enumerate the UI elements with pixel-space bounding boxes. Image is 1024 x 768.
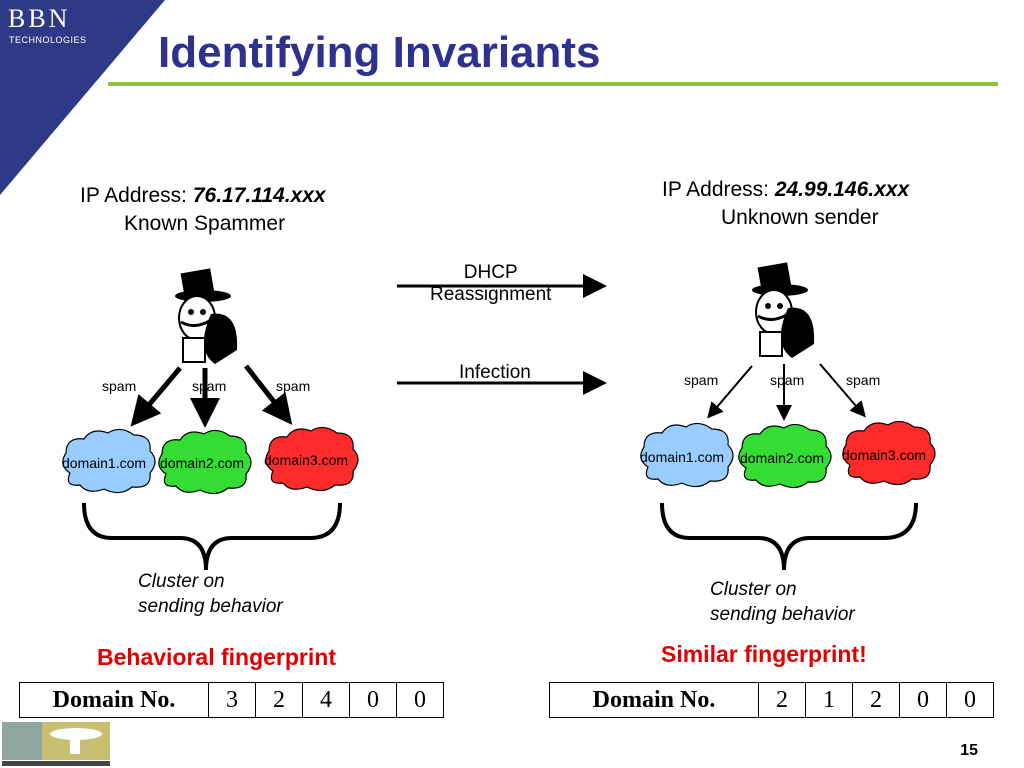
table-row: Domain No. 3 2 4 0 0 <box>19 682 444 718</box>
domain-label: domain3.com <box>842 447 927 463</box>
cloud-icon <box>842 420 936 486</box>
curly-brace-icon <box>82 502 342 571</box>
domain-label: domain2.com <box>160 455 245 471</box>
spammer-character-icon <box>175 268 238 364</box>
logo-wordmark: BBN <box>8 4 71 33</box>
cloud-icon <box>640 422 734 488</box>
right-ip-value: 24.99.146.xxx <box>774 178 910 201</box>
left-fingerprint-title: Behavioral fingerprint <box>97 644 336 670</box>
domain-label: domain1.com <box>640 449 725 465</box>
table-cell: 3 <box>208 682 256 718</box>
right-fingerprint-title: Similar fingerprint! <box>661 641 867 667</box>
spam-arrow <box>130 366 182 427</box>
spammer-character-icon <box>752 262 815 358</box>
left-cluster-caption: Cluster on sending behavior <box>138 569 283 619</box>
spam-label: spam <box>102 378 137 394</box>
footer-logo <box>2 722 110 766</box>
left-cluster-line2: sending behavior <box>138 596 283 617</box>
logo-wedge <box>0 0 165 195</box>
cloud-icon <box>265 426 359 492</box>
left-ip-prefix: IP Address: <box>80 184 193 207</box>
right-status: Unknown sender <box>721 206 879 229</box>
left-status: Known Spammer <box>124 212 286 235</box>
table-cell: 0 <box>946 682 994 718</box>
table-cell: 0 <box>349 682 397 718</box>
cloud-icon <box>158 429 252 495</box>
table-cell: 0 <box>396 682 444 718</box>
table-cell: 0 <box>899 682 947 718</box>
table-cell: 2 <box>255 682 303 718</box>
spam-label: spam <box>276 378 311 394</box>
left-ip-value: 76.17.114.xxx <box>192 184 326 207</box>
dhcp-line2: Reassignment <box>430 284 552 305</box>
table-header-cell: Domain No. <box>19 682 209 718</box>
left-fingerprint-table: Domain No. 3 2 4 0 0 <box>19 682 444 718</box>
right-cluster-line2: sending behavior <box>710 604 855 625</box>
table-cell: 4 <box>302 682 350 718</box>
spam-label: spam <box>770 372 805 388</box>
spam-arrow <box>819 363 866 418</box>
dhcp-label: DHCP Reassignment <box>430 262 551 306</box>
right-fingerprint-table: Domain No. 2 1 2 0 0 <box>549 682 994 718</box>
infection-label: Infection <box>459 362 531 383</box>
spam-label: spam <box>192 378 227 394</box>
spam-label: spam <box>684 372 719 388</box>
right-ip-header: IP Address: 24.99.146.xxx <box>662 176 909 204</box>
curly-brace-icon <box>660 502 918 571</box>
page-number: 15 <box>960 742 978 759</box>
table-cell: 1 <box>805 682 853 718</box>
right-cluster-caption: Cluster on sending behavior <box>710 577 855 627</box>
spam-arrow <box>707 365 753 419</box>
right-cluster-line1: Cluster on <box>710 579 797 600</box>
dhcp-line1: DHCP <box>463 262 518 283</box>
logo-subtitle: TECHNOLOGIES <box>9 35 87 45</box>
domain-label: domain2.com <box>740 450 825 466</box>
domain-label: domain3.com <box>264 452 349 468</box>
table-row: Domain No. 2 1 2 0 0 <box>549 682 994 718</box>
spam-label: spam <box>846 372 881 388</box>
table-cell: 2 <box>758 682 806 718</box>
right-ip-prefix: IP Address: <box>662 178 775 201</box>
title-underline <box>108 82 998 86</box>
cloud-icon <box>738 423 832 489</box>
cloud-icon <box>62 428 156 494</box>
domain-label: domain1.com <box>62 455 147 471</box>
page-title: Identifying Invariants <box>158 28 601 77</box>
spam-arrow <box>244 364 293 425</box>
left-cluster-line1: Cluster on <box>138 571 225 592</box>
table-cell: 2 <box>852 682 900 718</box>
table-header-cell: Domain No. <box>549 682 759 718</box>
left-ip-header: IP Address: 76.17.114.xxx <box>80 182 326 210</box>
